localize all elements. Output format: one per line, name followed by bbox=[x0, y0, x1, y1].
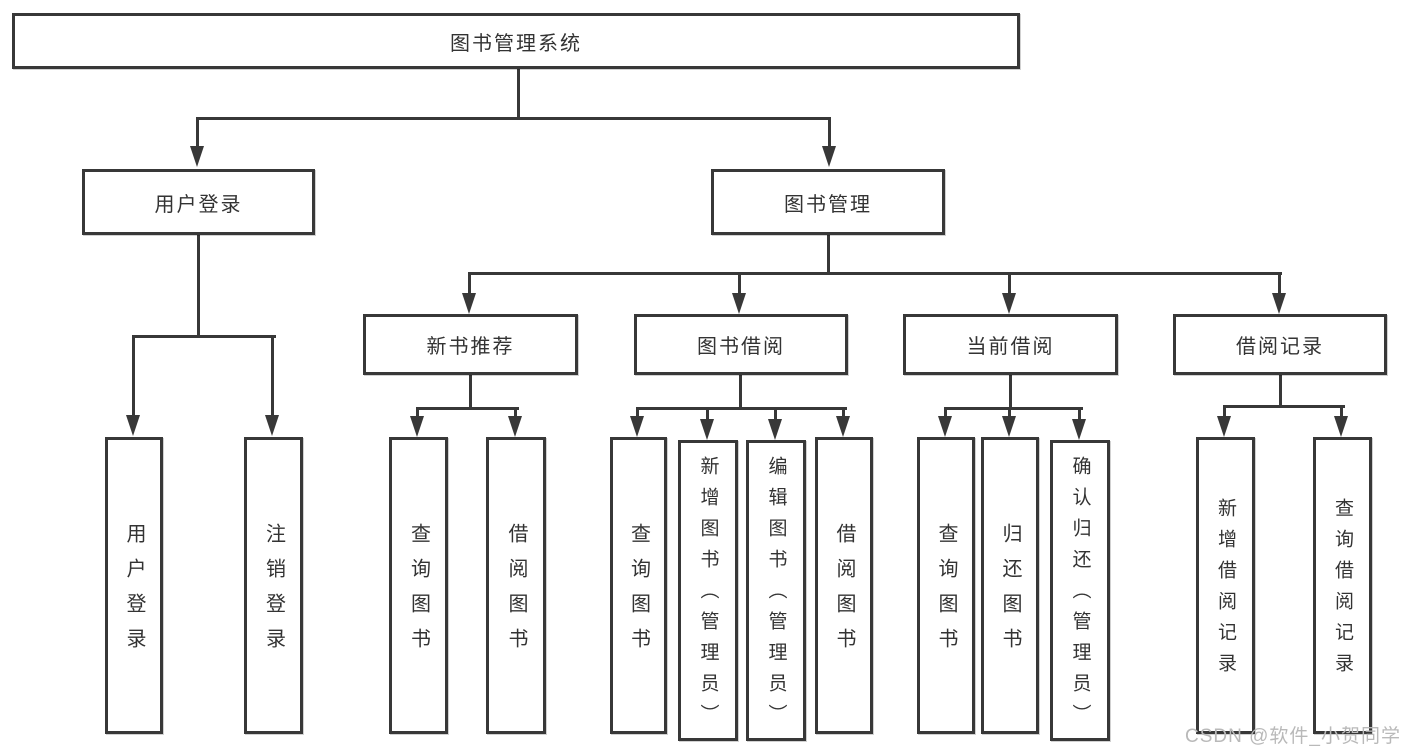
node-label: 用户登录 bbox=[123, 522, 145, 663]
node-label: 确认归还（管理员） bbox=[1069, 456, 1091, 735]
arrowhead-icon bbox=[700, 419, 714, 440]
connector-line bbox=[196, 117, 199, 155]
connector-line bbox=[517, 68, 520, 120]
connector-line bbox=[271, 335, 274, 424]
node-current-borrow: 当前借阅 bbox=[903, 314, 1118, 375]
leaf-bb-edit: 编辑图书（管理员） bbox=[746, 440, 806, 741]
connector-line bbox=[1224, 405, 1345, 408]
connector-line bbox=[1009, 374, 1012, 410]
arrowhead-icon bbox=[732, 293, 746, 314]
arrowhead-icon bbox=[126, 415, 140, 436]
leaf-nb-query: 查询图书 bbox=[389, 437, 448, 734]
node-label: 新增借阅记录 bbox=[1215, 497, 1236, 684]
arrowhead-icon bbox=[836, 416, 850, 437]
node-label: 编辑图书（管理员） bbox=[765, 456, 787, 735]
connector-line bbox=[469, 272, 1282, 275]
arrowhead-icon bbox=[1002, 293, 1016, 314]
leaf-bb-add: 新增图书（管理员） bbox=[678, 440, 738, 741]
arrowhead-icon bbox=[410, 416, 424, 437]
connector-line bbox=[1008, 272, 1011, 302]
connector-line bbox=[706, 407, 709, 428]
arrowhead-icon bbox=[1072, 419, 1086, 440]
node-new-book: 新书推荐 bbox=[363, 314, 578, 375]
connector-line bbox=[1223, 405, 1226, 425]
leaf-bb-borrow: 借阅图书 bbox=[815, 437, 873, 734]
connector-line bbox=[468, 272, 471, 302]
connector-line bbox=[945, 407, 1083, 410]
arrowhead-icon bbox=[768, 419, 782, 440]
arrowhead-icon bbox=[1272, 293, 1286, 314]
leaf-bb-query: 查询图书 bbox=[610, 437, 667, 734]
node-borrow-record: 借阅记录 bbox=[1173, 314, 1387, 375]
node-user-login: 用户登录 bbox=[82, 169, 315, 235]
arrowhead-icon bbox=[822, 146, 836, 167]
arrowhead-icon bbox=[190, 146, 204, 167]
arrowhead-icon bbox=[462, 293, 476, 314]
leaf-nb-borrow: 借阅图书 bbox=[486, 437, 546, 734]
connector-line bbox=[132, 335, 135, 424]
leaf-cb-query: 查询图书 bbox=[917, 437, 975, 734]
connector-line bbox=[827, 235, 830, 275]
csdn-watermark: CSDN @软件_小贺同学 bbox=[1185, 726, 1401, 747]
node-label: 新书推荐 bbox=[426, 336, 515, 358]
arrowhead-icon bbox=[265, 415, 279, 436]
connector-line bbox=[133, 335, 276, 338]
node-label: 查询借阅记录 bbox=[1332, 497, 1353, 684]
arrowhead-icon bbox=[1002, 416, 1016, 437]
connector-line bbox=[197, 235, 200, 338]
leaf-logout: 注销登录 bbox=[244, 437, 303, 734]
connector-line bbox=[1279, 374, 1282, 408]
connector-line bbox=[739, 374, 742, 410]
node-label: 查询图书 bbox=[935, 522, 957, 663]
connector-line bbox=[1340, 405, 1343, 425]
connector-line bbox=[828, 117, 831, 155]
connector-line bbox=[1078, 407, 1081, 428]
arrowhead-icon bbox=[1217, 416, 1231, 437]
connector-line bbox=[774, 407, 777, 428]
connector-line bbox=[417, 407, 519, 410]
connector-line bbox=[1278, 272, 1281, 302]
arrowhead-icon bbox=[630, 416, 644, 437]
node-label: 注销登录 bbox=[262, 522, 285, 663]
leaf-cb-confirm: 确认归还（管理员） bbox=[1050, 440, 1110, 741]
arrowhead-icon bbox=[1334, 416, 1348, 437]
node-label: 查询图书 bbox=[407, 522, 430, 663]
node-label: 查询图书 bbox=[627, 522, 650, 663]
node-label: 图书管理 bbox=[784, 193, 872, 216]
node-label: 图书借阅 bbox=[697, 336, 785, 358]
leaf-cb-return: 归还图书 bbox=[981, 437, 1039, 734]
node-label: 归还图书 bbox=[999, 522, 1021, 663]
connector-line bbox=[637, 407, 847, 410]
node-label: 借阅图书 bbox=[505, 522, 527, 663]
node-label: 新增图书（管理员） bbox=[697, 456, 719, 735]
leaf-br-add: 新增借阅记录 bbox=[1196, 437, 1255, 734]
leaf-user-login: 用户登录 bbox=[105, 437, 163, 734]
connector-line bbox=[738, 272, 741, 302]
node-label: 借阅记录 bbox=[1236, 336, 1324, 358]
node-root: 图书管理系统 bbox=[12, 13, 1020, 69]
node-label: 借阅图书 bbox=[833, 522, 855, 663]
node-label: 用户登录 bbox=[154, 193, 243, 216]
node-label: 当前借阅 bbox=[966, 336, 1055, 358]
leaf-br-query: 查询借阅记录 bbox=[1313, 437, 1372, 734]
arrowhead-icon bbox=[508, 416, 522, 437]
node-label: 图书管理系统 bbox=[450, 32, 582, 55]
connector-line bbox=[469, 374, 472, 410]
node-book-borrow: 图书借阅 bbox=[634, 314, 848, 375]
connector-line bbox=[197, 117, 831, 120]
node-book-mgmt: 图书管理 bbox=[711, 169, 945, 235]
arrowhead-icon bbox=[938, 416, 952, 437]
